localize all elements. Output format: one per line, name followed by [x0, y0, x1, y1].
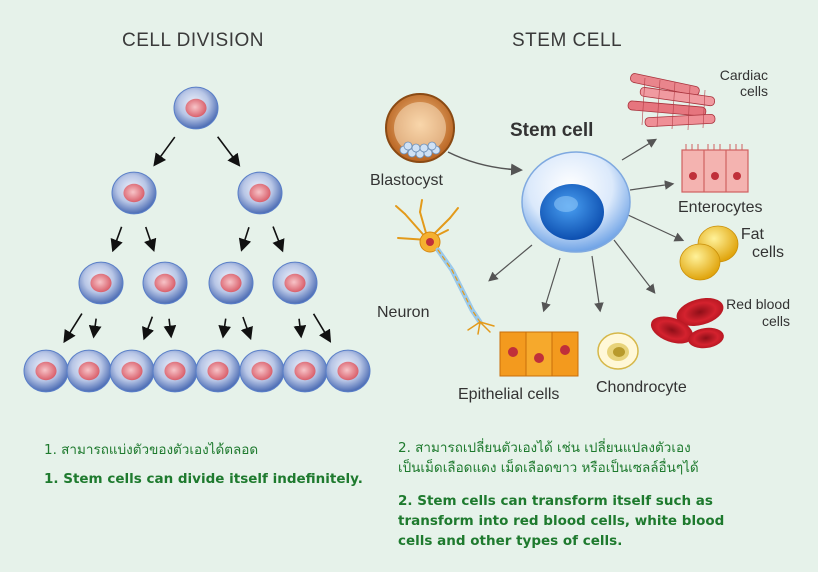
stem-cell-center-label: Stem cell — [510, 120, 594, 141]
red-blood-label-line2: cells — [761, 313, 790, 329]
red-blood-cells-icon — [650, 297, 724, 349]
cell-division-tree — [23, 86, 371, 393]
division-arrow — [238, 227, 252, 252]
right-caption-thai-line1: 2. สามารถเปลี่ยนตัวเองได้ เช่น เปลี่ยนแป… — [398, 440, 691, 456]
cardiac-label-line2: cells — [739, 83, 768, 99]
enterocytes-icon — [681, 144, 749, 193]
blastocyst-label: Blastocyst — [370, 172, 443, 189]
division-arrow — [293, 318, 307, 339]
division-arrow — [272, 226, 285, 253]
cardiac-label-line1: Cardiac — [719, 67, 768, 83]
left-caption-english: 1. Stem cells can divide itself indefini… — [44, 471, 363, 487]
fat-label-line1: Fat — [740, 226, 764, 243]
dividing-cell — [208, 261, 254, 305]
division-arrow — [312, 313, 332, 343]
fat-cells-icon — [679, 225, 739, 281]
epithelial-cells-icon — [499, 331, 579, 377]
dividing-cell — [325, 349, 371, 393]
left-caption-thai: 1. สามารถแบ่งตัวของตัวเองได้ตลอด — [44, 442, 259, 458]
dividing-cell — [237, 171, 283, 215]
division-arrow — [163, 318, 177, 339]
division-arrow — [218, 318, 231, 339]
dividing-cell — [111, 171, 157, 215]
dividing-cell — [239, 349, 285, 393]
dividing-cell — [66, 349, 112, 393]
right-caption-english-line1: 2. Stem cells can transform itself such … — [398, 493, 713, 509]
division-arrow — [142, 316, 155, 341]
dividing-cell — [282, 349, 328, 393]
dividing-cell — [109, 349, 155, 393]
division-arrow — [217, 136, 241, 167]
enterocytes-label: Enterocytes — [678, 199, 763, 216]
dividing-cell — [23, 349, 69, 393]
stem-cell-heading: STEM CELL — [512, 30, 623, 51]
division-arrow — [63, 313, 83, 344]
blastocyst-icon — [385, 93, 523, 176]
division-arrow — [144, 226, 157, 252]
chondrocyte-icon — [597, 332, 639, 370]
stem-cell-diagram — [385, 73, 749, 377]
fat-label-line2: cells — [751, 244, 784, 261]
dividing-cell — [78, 261, 124, 305]
division-arrow — [240, 316, 253, 341]
dividing-cell — [173, 86, 219, 130]
cardiac-cells-icon — [627, 73, 716, 131]
right-caption-english-line2: transform into red blood cells, white bl… — [398, 513, 725, 529]
cell-division-heading: CELL DIVISION — [122, 30, 265, 51]
dividing-cell — [152, 349, 198, 393]
chondrocyte-label: Chondrocyte — [596, 379, 687, 396]
dividing-cell — [142, 261, 188, 305]
right-caption-thai-line2: เป็นเม็ดเลือดแดง เม็ดเลือดขาว หรือเป็นเซ… — [398, 460, 699, 476]
neuron-icon — [395, 199, 495, 335]
red-blood-label-line1: Red blood — [726, 296, 790, 312]
neuron-label: Neuron — [377, 304, 430, 321]
right-caption-english-line3: cells and other types of cells. — [398, 533, 623, 549]
differentiation-arrows — [488, 138, 685, 313]
dividing-cell — [272, 261, 318, 305]
dividing-cell — [195, 349, 241, 393]
division-arrow — [153, 136, 176, 167]
stem-cell-icon — [521, 151, 631, 253]
division-arrow — [110, 226, 123, 253]
division-arrow — [88, 318, 102, 339]
epithelial-label: Epithelial cells — [458, 386, 560, 403]
